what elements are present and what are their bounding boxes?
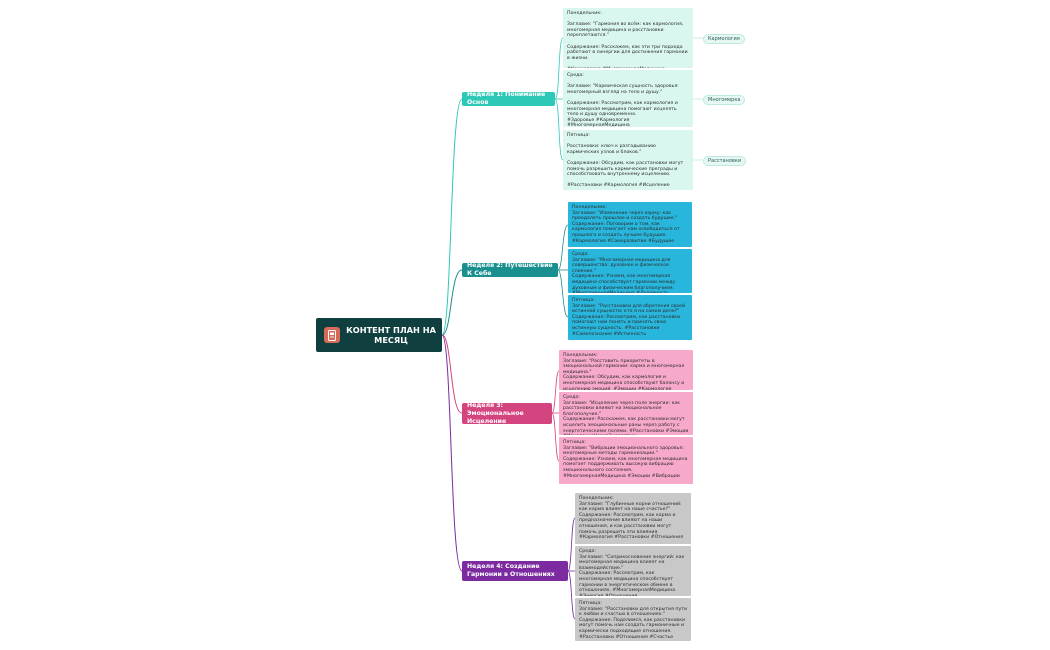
week-1-friday-card[interactable]: Пятница: Расстановки: ключ к разгадывани…	[563, 130, 693, 190]
link-root-week1	[441, 98, 463, 336]
link-week4-card3	[567, 570, 576, 620]
week-1-monday-card[interactable]: Понедельник: Заглавие: "Гармония во всём…	[563, 8, 693, 68]
tag-mnogomerka[interactable]: Многомерка	[703, 95, 746, 105]
week-4-label: Неделя 4: Создание Гармонии в Отношениях	[467, 563, 555, 578]
link-week2-card1	[557, 224, 569, 271]
week-1-wednesday-card[interactable]: Среда: Заглавие: "Кармическая сущность з…	[563, 70, 693, 127]
week-3-wednesday-card[interactable]: Среда: Заглавие: "Исцеление через поле э…	[559, 392, 693, 435]
week-4-friday-card[interactable]: Пятница: Заглавие: "Расстановки для откр…	[575, 598, 691, 641]
link-week3-card3	[551, 412, 560, 462]
tag-karmology[interactable]: Кармология	[703, 34, 745, 44]
week-2-wednesday-card[interactable]: Среда: Заглавие: "Многомерная медицина д…	[568, 249, 692, 293]
week-2-label: Неделя 2: Путешествие К Себе	[467, 262, 553, 277]
week-2-friday-card[interactable]: Пятница: Заглавие: "Расстановки для обре…	[568, 295, 692, 340]
week-3-node[interactable]: Неделя 3: Эмоциональное Исцеление	[462, 401, 552, 425]
week-2-monday-card[interactable]: Понедельник: Заглавие: "Изменение через …	[568, 202, 692, 247]
link-root-week2	[441, 269, 463, 336]
week-3-monday-card[interactable]: Понедельник: Заглавие: "Расставить приор…	[559, 350, 693, 390]
notebook-icon	[324, 327, 340, 343]
week-4-monday-card[interactable]: Понедельник: Заглавие: "Глубинные корни …	[575, 493, 691, 544]
week-4-node[interactable]: Неделя 4: Создание Гармонии в Отношениях	[462, 561, 568, 581]
tag-rasstanovki[interactable]: Расстановки	[703, 156, 747, 166]
week-4-wednesday-card[interactable]: Среда: Заглавие: "Соприкосновение энерги…	[575, 546, 691, 596]
week-2-node[interactable]: Неделя 2: Путешествие К Себе	[462, 262, 558, 277]
link-week1-card3	[554, 98, 564, 161]
week-1-label: Неделя 1: Понимание Основ	[467, 91, 546, 106]
link-week4-card1	[567, 517, 576, 572]
root-title: КОНТЕНТ ПЛАН НА МЕСЯЦ	[346, 325, 436, 345]
week-1-node[interactable]: Неделя 1: Понимание Основ	[462, 91, 555, 106]
link-week3-card1	[551, 370, 560, 414]
link-week1-card1	[554, 37, 564, 100]
link-week2-card3	[557, 269, 569, 318]
week-3-label: Неделя 3: Эмоциональное Исцеление	[467, 401, 524, 425]
week-3-friday-card[interactable]: Пятница: Заглавие: "Вибрации эмоциональн…	[559, 437, 693, 484]
root-topic[interactable]: КОНТЕНТ ПЛАН НА МЕСЯЦ	[316, 318, 442, 352]
link-root-week3	[441, 334, 463, 414]
link-root-week4	[441, 334, 463, 572]
